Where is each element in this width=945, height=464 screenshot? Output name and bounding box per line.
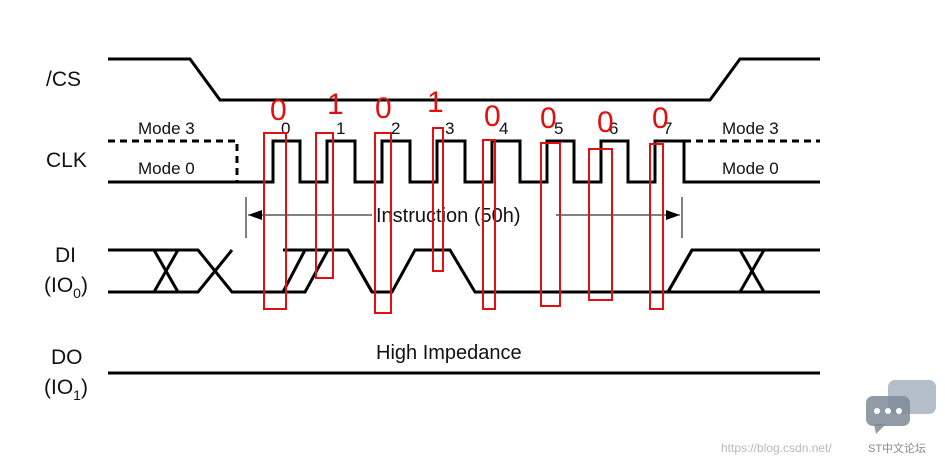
bit-box-2 <box>374 132 392 314</box>
chat-dot-2 <box>885 408 891 414</box>
bit-box-4 <box>482 139 496 310</box>
bit-box-1 <box>315 132 334 279</box>
clock-tick-1: 1 <box>336 119 345 138</box>
do-signal-label: DO <box>51 346 83 369</box>
chat-bubble-icon-tail <box>874 424 886 434</box>
mode3-left-label: Mode 3 <box>138 119 195 138</box>
bit-digit-7: 0 <box>652 102 669 135</box>
bit-annotation-digits: 0 1 0 1 0 0 0 0 <box>270 86 669 139</box>
clock-tick-2: 2 <box>391 119 400 138</box>
clock-tick-7: 7 <box>663 119 672 138</box>
instruction-label: Instruction (50h) <box>376 205 521 227</box>
clock-tick-0: 0 <box>281 119 290 138</box>
bit-digit-4: 0 <box>484 100 501 133</box>
bit-box-3 <box>432 127 444 272</box>
mode0-right-label: Mode 0 <box>722 159 779 178</box>
do-io-label: (IO1) <box>44 376 88 403</box>
chat-dot-3 <box>896 408 902 414</box>
instruction-arrowhead-left <box>248 210 262 220</box>
clock-tick-5: 5 <box>554 119 563 138</box>
do-io-index: 1 <box>73 387 81 403</box>
clk-mode3-dashed-left <box>108 139 239 182</box>
di-waveform <box>108 248 820 294</box>
bit-box-6 <box>588 148 613 301</box>
bit-box-7 <box>649 143 664 310</box>
di-io-label: (IO0) <box>44 274 88 301</box>
chat-dot-1 <box>874 408 880 414</box>
watermark: https://blog.csdn.net/ ST中文论坛 <box>721 380 936 455</box>
bit-digit-3: 1 <box>427 86 444 119</box>
bit-digit-2: 0 <box>375 92 392 125</box>
mode3-right-label: Mode 3 <box>722 119 779 138</box>
cs-waveform <box>108 57 820 102</box>
watermark-brand: ST中文论坛 <box>868 441 926 455</box>
bit-digit-6: 0 <box>597 106 614 139</box>
bit-annotation-boxes <box>263 127 664 314</box>
cs-signal-label: /CS <box>46 68 81 91</box>
di-io-index: 0 <box>73 285 81 301</box>
watermark-url: https://blog.csdn.net/ <box>721 441 832 455</box>
clk-signal-label: CLK <box>46 149 87 172</box>
instruction-arrowhead-right <box>666 210 680 220</box>
bit-digit-5: 0 <box>540 102 557 135</box>
clock-tick-3: 3 <box>445 119 454 138</box>
bit-digit-0: 0 <box>270 94 287 127</box>
clk-waveform <box>108 139 820 184</box>
clock-tick-4: 4 <box>499 119 508 138</box>
bit-digit-1: 1 <box>327 88 344 121</box>
mode0-left-label: Mode 0 <box>138 159 195 178</box>
di-signal-label: DI <box>55 244 76 267</box>
clock-tick-6: 6 <box>609 119 618 138</box>
bit-box-5 <box>540 142 561 307</box>
bit-box-0 <box>263 132 287 310</box>
high-impedance-label: High Impedance <box>376 342 522 364</box>
clock-tick-labels: 0 1 2 3 4 5 6 7 <box>281 119 672 138</box>
